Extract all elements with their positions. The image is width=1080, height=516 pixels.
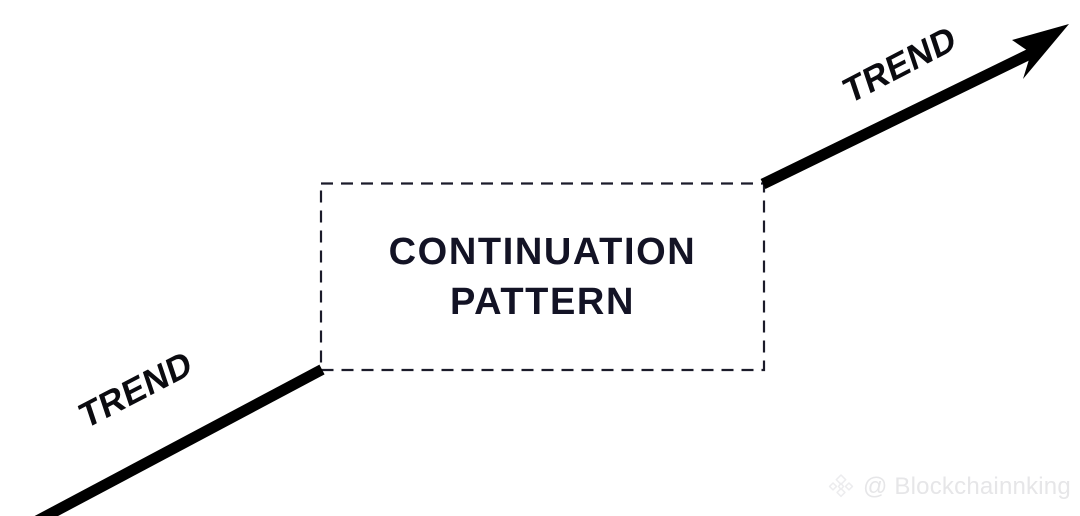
lower-trend-line [34, 364, 325, 516]
watermark: @ Blockchainnking [826, 472, 1071, 502]
watermark-handle: @ Blockchainnking [863, 473, 1071, 500]
upper-trend-line [760, 44, 1043, 189]
trend-arrowhead-icon [1012, 24, 1069, 79]
pattern-box-dashed-rect [319, 182, 766, 372]
binance-logo-icon [828, 474, 854, 498]
